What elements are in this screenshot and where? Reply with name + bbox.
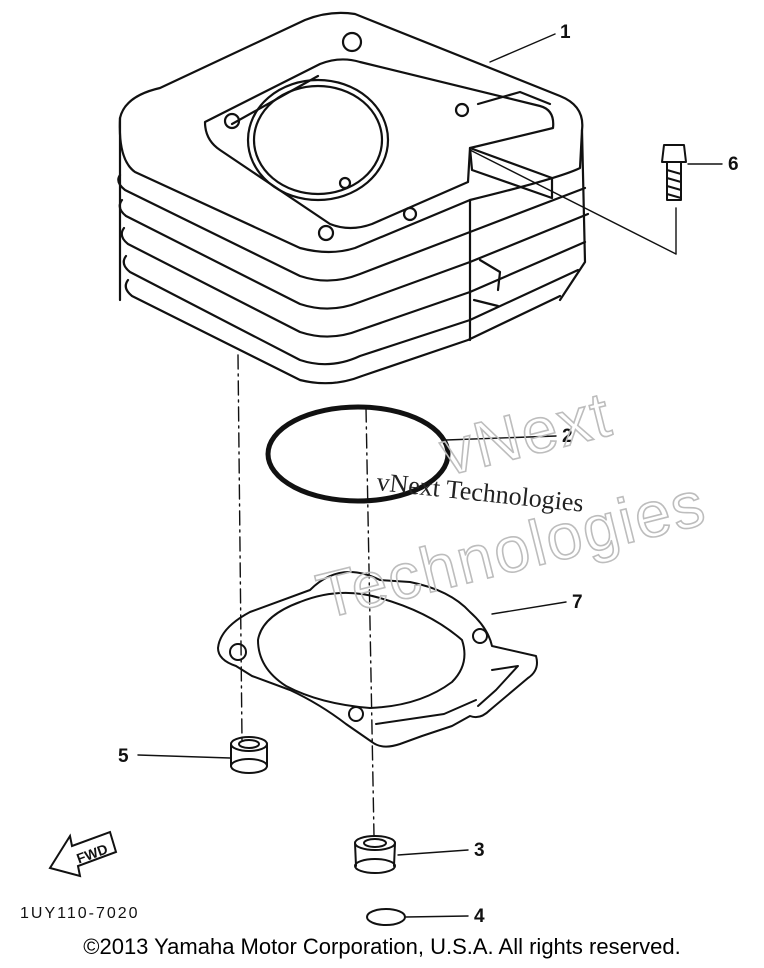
callout-leader-3 <box>397 849 469 856</box>
part-code: 1UY110-7020 <box>20 905 140 922</box>
dowel-pin-part <box>354 835 396 874</box>
watermark-line1: vNext <box>433 378 619 490</box>
callout-leader-1 <box>489 33 556 63</box>
callout-6: 6 <box>728 154 739 175</box>
callout-4: 4 <box>474 906 485 927</box>
copyright-notice: ©2013 Yamaha Motor Corporation, U.S.A. A… <box>83 934 681 959</box>
cylinder-part <box>117 11 590 385</box>
o-ring-part <box>265 404 451 504</box>
callout-leader-2 <box>445 435 557 441</box>
dowel-pin-part <box>230 736 268 774</box>
base-gasket-part <box>217 571 538 748</box>
fwd-arrow-icon: FWD <box>48 830 118 878</box>
callout-5: 5 <box>118 746 129 767</box>
diagram-canvas: FWD 1 2 3 4 5 6 7 1UY110-7020 vNext Tech… <box>20 11 739 927</box>
callout-leader-5 <box>137 754 231 759</box>
alignment-line <box>365 407 375 837</box>
callout-7: 7 <box>572 592 583 613</box>
bolt-alignment-line <box>469 149 677 255</box>
fwd-label: FWD <box>74 841 109 867</box>
callout-2: 2 <box>562 426 573 447</box>
alignment-line <box>237 354 243 741</box>
callout-3: 3 <box>474 840 485 861</box>
callout-leader-4 <box>405 915 469 918</box>
watermark: vNext Technologies vNext Technologies <box>309 377 714 634</box>
small-o-ring-part <box>366 908 406 926</box>
bolt-part <box>661 144 687 201</box>
callout-leader-7 <box>491 601 567 615</box>
callout-1: 1 <box>560 22 571 43</box>
